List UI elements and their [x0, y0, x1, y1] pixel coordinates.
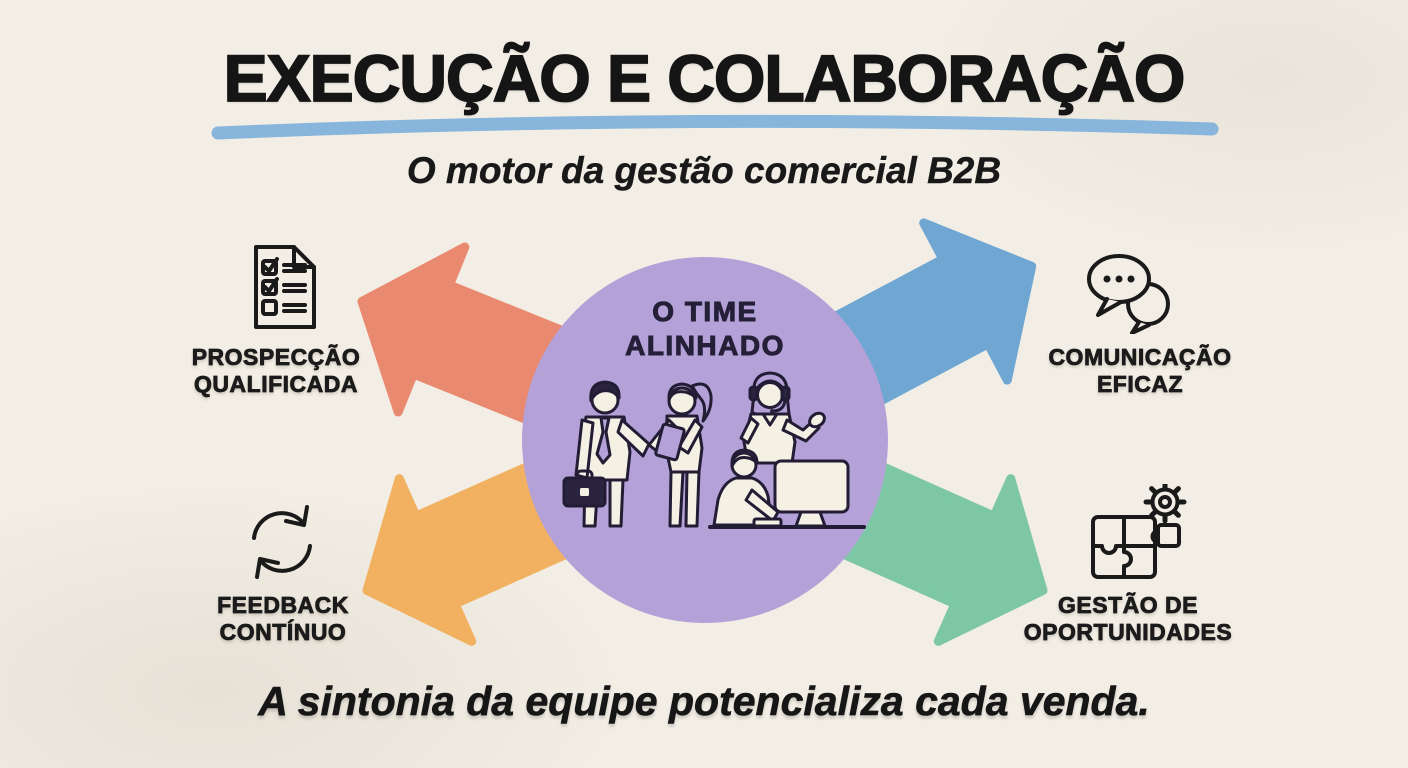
tablet — [654, 422, 686, 462]
keyboard — [752, 517, 783, 528]
open-palm — [808, 411, 826, 429]
headset-earcup — [748, 385, 759, 402]
tie — [595, 416, 612, 465]
monitor-stand — [794, 510, 827, 528]
desk-worker-figure — [708, 448, 866, 529]
label-line: CONTÍNUO — [219, 619, 347, 646]
label-line: FEEDBACK — [217, 592, 349, 619]
label-line: COMUNICAÇÃO — [1048, 344, 1232, 371]
label-line: PROSPECÇÃO — [191, 344, 361, 371]
quadrant-label-top-left: PROSPECÇÃO QUALIFICADA — [156, 344, 396, 398]
ponytail — [690, 382, 713, 423]
title-underline — [211, 114, 1219, 140]
quadrant-label-bottom-right: GESTÃO DE OPORTUNIDADES — [1003, 592, 1253, 646]
hair — [730, 448, 759, 468]
cycle-arrows-icon — [252, 505, 312, 579]
monitor — [773, 459, 850, 514]
hair — [667, 382, 698, 402]
center-heading-line1: O TIME — [652, 296, 758, 328]
quadrant-label-top-right: COMUNICAÇÃO EFICAZ — [1020, 344, 1260, 398]
puzzle-gear-icon — [1091, 484, 1187, 579]
label-line: QUALIFICADA — [194, 371, 358, 398]
headset-mic — [771, 398, 787, 413]
label-line: EFICAZ — [1096, 371, 1184, 398]
center-heading-line2: ALINHADO — [625, 330, 785, 362]
label-line: GESTÃO DE — [1058, 592, 1198, 619]
headset-earcup — [780, 385, 791, 402]
checklist-document-icon — [254, 245, 316, 329]
businessman-figure — [562, 380, 651, 528]
page-title: EXECUÇÃO E COLABORAÇÃO — [223, 40, 1187, 116]
center-circle — [522, 257, 888, 623]
hair — [589, 380, 621, 403]
gear — [1143, 484, 1187, 524]
team-illustration — [562, 371, 866, 529]
footer-tagline: A sintonia da equipe potencializa cada v… — [258, 678, 1150, 725]
speech-bubbles-icon — [1087, 254, 1170, 334]
tablet-woman-figure — [647, 382, 713, 528]
quadrant-label-bottom-left: FEEDBACK CONTÍNUO — [163, 592, 403, 646]
center-circle-heading: O TIME ALINHADO — [575, 295, 835, 363]
label-line: OPORTUNIDADES — [1023, 619, 1233, 646]
page-subtitle: O motor da gestão comercial B2B — [406, 150, 1002, 191]
